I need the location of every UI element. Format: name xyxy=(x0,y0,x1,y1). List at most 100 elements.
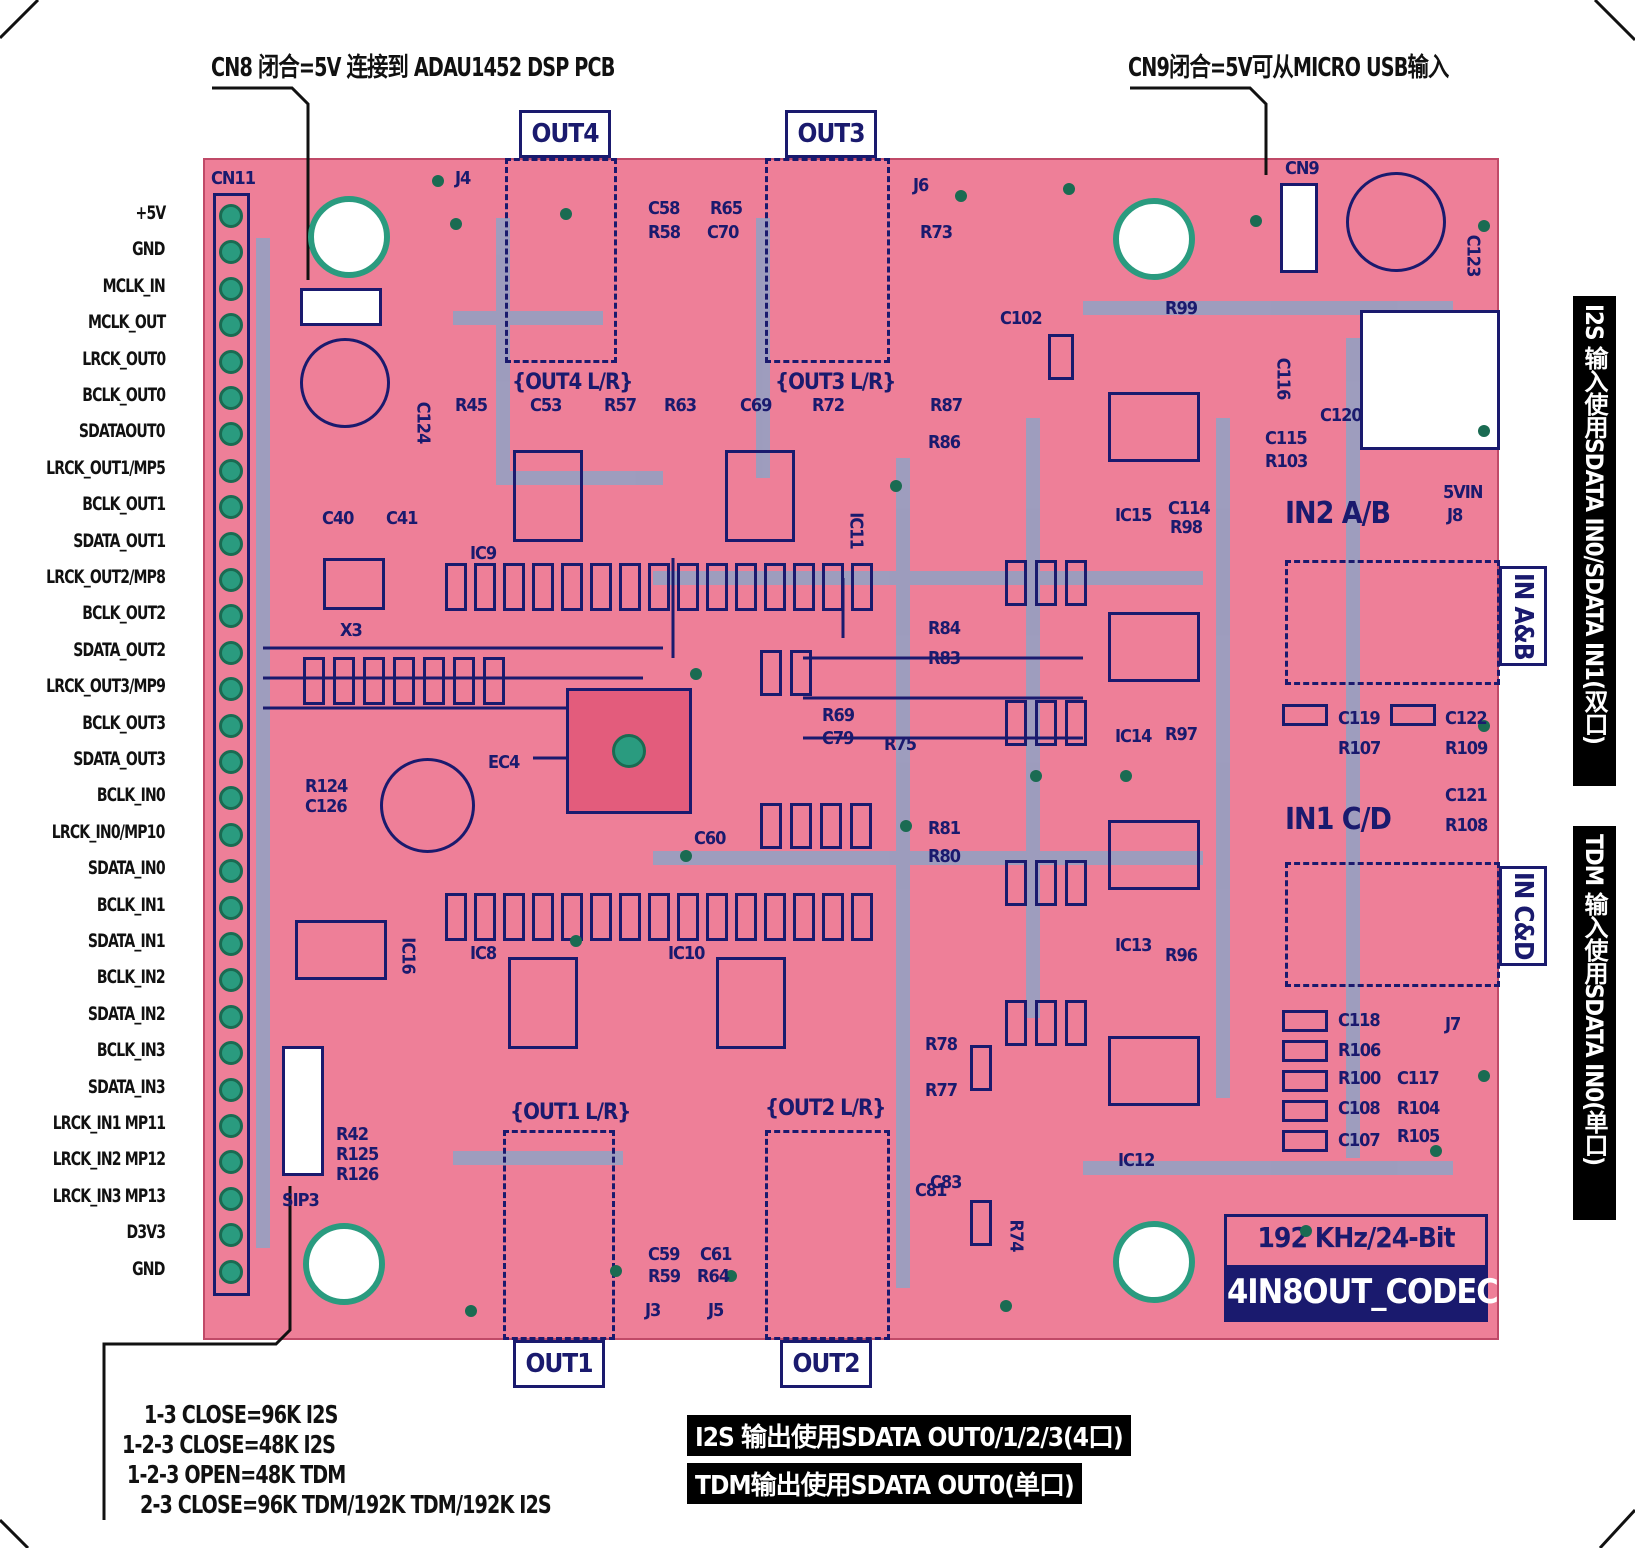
silk-c114: C114 xyxy=(1168,498,1211,519)
passive-part xyxy=(648,563,670,611)
passive-part xyxy=(822,893,844,941)
header-pin xyxy=(219,1077,243,1102)
silk-out3-lr: {OUT3 L/R} xyxy=(775,370,896,395)
pin-label: SDATA_OUT2 xyxy=(73,638,166,661)
pin-label: MCLK_IN xyxy=(102,274,166,297)
header-pin xyxy=(219,531,243,556)
passive-part xyxy=(532,893,554,941)
header-pin xyxy=(219,750,243,774)
pin-label: MCLK_OUT xyxy=(87,311,166,334)
passive-part xyxy=(503,893,525,941)
pin-label: BCLK_IN3 xyxy=(97,1039,166,1062)
pin-label: SDATAOUT0 xyxy=(79,420,166,443)
silk-r106: R106 xyxy=(1338,1040,1381,1061)
jumper-note-4: 2-3 CLOSE=96K TDM/192K TDM/192K I2S xyxy=(140,1490,552,1519)
codec-thermal-pad xyxy=(612,734,646,768)
ic13 xyxy=(1108,820,1200,890)
silk-j7: J7 xyxy=(1445,1014,1461,1035)
connector-out3: OUT3 xyxy=(785,110,877,158)
capacitor-ec4 xyxy=(380,758,475,853)
board-name: 4IN8OUT_CODEC xyxy=(1227,1265,1499,1319)
silk-j4: J4 xyxy=(455,168,471,189)
silk-c69: C69 xyxy=(740,395,772,416)
passive-part xyxy=(445,893,467,941)
silk-r78: R78 xyxy=(925,1034,958,1055)
passive-part xyxy=(333,657,355,705)
mounting-hole-top-left xyxy=(308,196,390,278)
passive-part xyxy=(970,1200,992,1246)
silk-r65: R65 xyxy=(710,198,743,219)
passive-part xyxy=(363,657,385,705)
passive-part xyxy=(1282,704,1328,726)
ic-op-amp-4 xyxy=(716,957,786,1049)
silk-r108: R108 xyxy=(1445,815,1488,836)
connector-out2: OUT2 xyxy=(780,1340,872,1388)
micro-usb-connector xyxy=(1360,310,1500,450)
silk-c118: C118 xyxy=(1338,1010,1381,1031)
silk-r58: R58 xyxy=(648,222,681,243)
ic16 xyxy=(295,920,387,980)
silk-r63: R63 xyxy=(664,395,697,416)
pin-label: BCLK_OUT3 xyxy=(82,711,166,734)
passive-part xyxy=(1065,700,1087,746)
header-pin xyxy=(219,968,243,993)
passive-part xyxy=(706,563,728,611)
ic14 xyxy=(1108,612,1200,682)
cn8-annotation: CN8 闭合=5V 连接到 ADAU1452 DSP PCB xyxy=(211,53,615,83)
jack-j7 xyxy=(1285,862,1500,987)
pin-label: SDATA_OUT1 xyxy=(73,529,166,552)
passive-part xyxy=(590,563,612,611)
silk-r80: R80 xyxy=(928,846,961,867)
passive-part xyxy=(303,657,325,705)
pin-label: SDATA_IN1 xyxy=(88,930,166,952)
silk-c60: C60 xyxy=(694,828,726,849)
connector-in-cd: IN C&D xyxy=(1499,866,1547,966)
silk-ic16: IC16 xyxy=(397,937,419,974)
silk-c61: C61 xyxy=(700,1244,732,1265)
crystal-x3 xyxy=(323,558,385,610)
passive-part xyxy=(735,893,757,941)
connector-out4: OUT4 xyxy=(519,110,611,158)
header-pin xyxy=(219,859,243,884)
jumper-cn9[interactable] xyxy=(1280,183,1318,273)
pin-label: +5V xyxy=(135,202,166,224)
pin-label: LRCK_IN1 MP11 xyxy=(52,1112,165,1134)
pin-label: BCLK_IN2 xyxy=(97,966,166,989)
silk-c117: C117 xyxy=(1397,1068,1440,1089)
header-pin xyxy=(219,495,243,520)
silk-r73: R73 xyxy=(920,222,953,243)
passive-part xyxy=(590,893,612,941)
silk-c121: C121 xyxy=(1445,785,1488,806)
silk-c116: C116 xyxy=(1272,357,1294,400)
via xyxy=(1478,220,1490,232)
silk-out1-lr: {OUT1 L/R} xyxy=(510,1100,631,1125)
board-spec: 192 KHz/24-Bit xyxy=(1257,1221,1455,1254)
silk-c53: C53 xyxy=(530,395,562,416)
silk-ic11: IC11 xyxy=(845,512,867,549)
copper-traces xyxy=(256,218,1453,1288)
header-pin xyxy=(219,677,243,702)
via xyxy=(890,480,902,492)
silk-c124: C124 xyxy=(412,401,434,444)
silk-r83: R83 xyxy=(928,648,961,669)
passive-part xyxy=(764,563,786,611)
jack-j4 xyxy=(505,158,617,363)
jumper-cn8[interactable] xyxy=(300,288,382,326)
pin-header-cn11 xyxy=(213,193,250,1296)
silk-c58: C58 xyxy=(648,198,680,219)
silk-r59: R59 xyxy=(648,1266,681,1287)
pin-label: LRCK_OUT1/MP5 xyxy=(46,456,166,479)
mounting-hole-bottom-right xyxy=(1113,1221,1195,1303)
silk-j5: J5 xyxy=(708,1300,724,1321)
passive-part xyxy=(1005,700,1027,746)
pin-label: BCLK_IN1 xyxy=(97,893,166,916)
pin-label: LRCK_IN3 MP13 xyxy=(52,1184,165,1207)
jumper-sip3[interactable] xyxy=(282,1046,324,1176)
via xyxy=(1030,770,1042,782)
silk-ic15: IC15 xyxy=(1115,505,1152,526)
passive-part xyxy=(1282,1010,1328,1032)
silk-r105: R105 xyxy=(1397,1126,1440,1147)
silk-r125: R125 xyxy=(336,1144,379,1165)
